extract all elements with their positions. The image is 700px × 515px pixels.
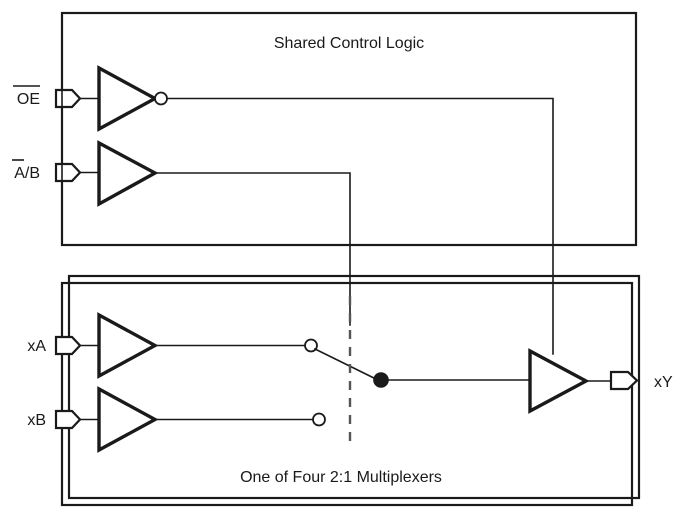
shared-control-logic-title: Shared Control Logic [274,35,424,52]
oe-inverter-bubble-icon [154,91,168,106]
xa-buffer-gate [97,312,159,379]
xb-input-pin[interactable] [54,409,82,430]
xb-input-label: xB [27,412,46,429]
switch-terminal-xa-icon[interactable] [304,338,318,353]
switch-common-node-icon [373,372,389,388]
oe-inverter-gate [97,65,159,132]
ab-select-input-pin[interactable] [54,162,82,183]
switch-terminal-xb-icon[interactable] [312,412,326,427]
xa-input-pin[interactable] [54,335,82,356]
switch-blade[interactable] [313,347,380,382]
oe-input-pin[interactable] [54,88,82,109]
one-of-four-mux-box [60,281,634,507]
xa-input-label: xA [27,338,46,355]
xy-output-label: xY [654,374,673,391]
oe-control-wire [166,97,554,355]
xb-buffer-gate [97,386,159,453]
one-of-four-mux-title: One of Four 2:1 Multiplexers [240,469,442,486]
mux-box-stack-shadow [67,274,641,500]
ab-select-buffer-gate [97,140,159,207]
xy-tristate-buffer-gate [528,348,590,414]
xy-output-pin[interactable] [609,370,639,391]
oe-input-label: OE [17,91,40,108]
ab-select-input-label: A/B [14,165,40,182]
ab-select-control-wire [154,172,351,326]
